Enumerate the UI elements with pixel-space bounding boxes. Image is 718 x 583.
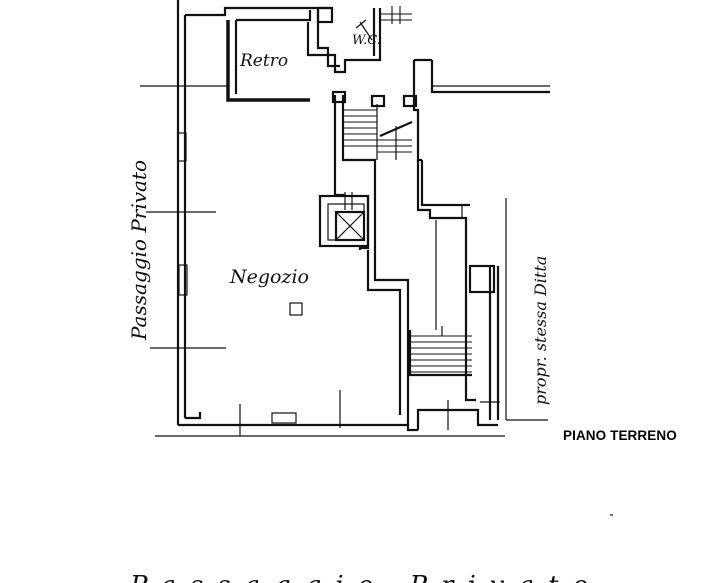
floor-title: PIANO TERRENO (563, 428, 677, 443)
right-boundary-lines (505, 198, 548, 421)
elevator-shaft (318, 192, 370, 248)
stair-core-lower (358, 160, 500, 430)
room-label-wc: W.C. (352, 33, 381, 48)
floor-marker-square (289, 302, 303, 316)
room-label-negozio: Negozio (229, 266, 309, 288)
left-passage-label: Passaggio Privato (127, 160, 151, 341)
lower-stair-treads (410, 220, 472, 373)
room-label-retro: Retro (239, 51, 288, 71)
upper-stair-treads (343, 104, 413, 160)
bottom-passage-label: Passaggio Privato (129, 571, 602, 583)
retro-room (226, 6, 412, 102)
exterior-walls (155, 0, 505, 437)
right-owner-label: propr. stessa Ditta (531, 256, 550, 405)
stair-core-upper (331, 58, 550, 197)
